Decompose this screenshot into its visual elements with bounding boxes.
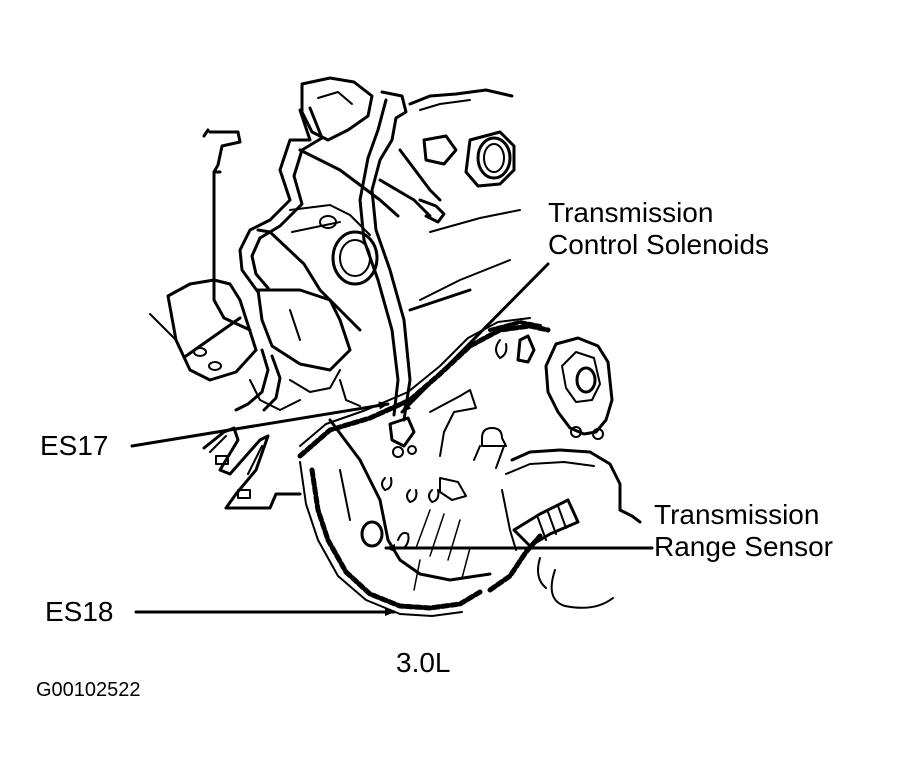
tcs-leader-line <box>400 262 550 414</box>
engine-caption: 3.0L <box>396 647 451 678</box>
callout-transmission-range-sensor: Transmission Range Sensor <box>654 499 833 563</box>
transmission-mount-art <box>488 320 642 609</box>
es17-leader-line <box>130 401 390 448</box>
callout-transmission-control-solenoids: Transmission Control Solenoids <box>548 197 769 261</box>
callout-trs-line2: Range Sensor <box>654 531 834 562</box>
callout-trs-line1: Transmission <box>654 499 820 530</box>
callout-es18: ES18 <box>45 596 114 627</box>
callout-tcs-line2: Control Solenoids <box>548 229 770 260</box>
leader-lines <box>130 262 654 616</box>
callout-es17: ES17 <box>40 430 109 461</box>
mounting-bracket-art <box>202 426 302 510</box>
engine-block-art <box>149 76 521 422</box>
callout-tcs-line1: Transmission <box>548 197 714 228</box>
figure-id-code: G00102522 <box>36 679 141 701</box>
